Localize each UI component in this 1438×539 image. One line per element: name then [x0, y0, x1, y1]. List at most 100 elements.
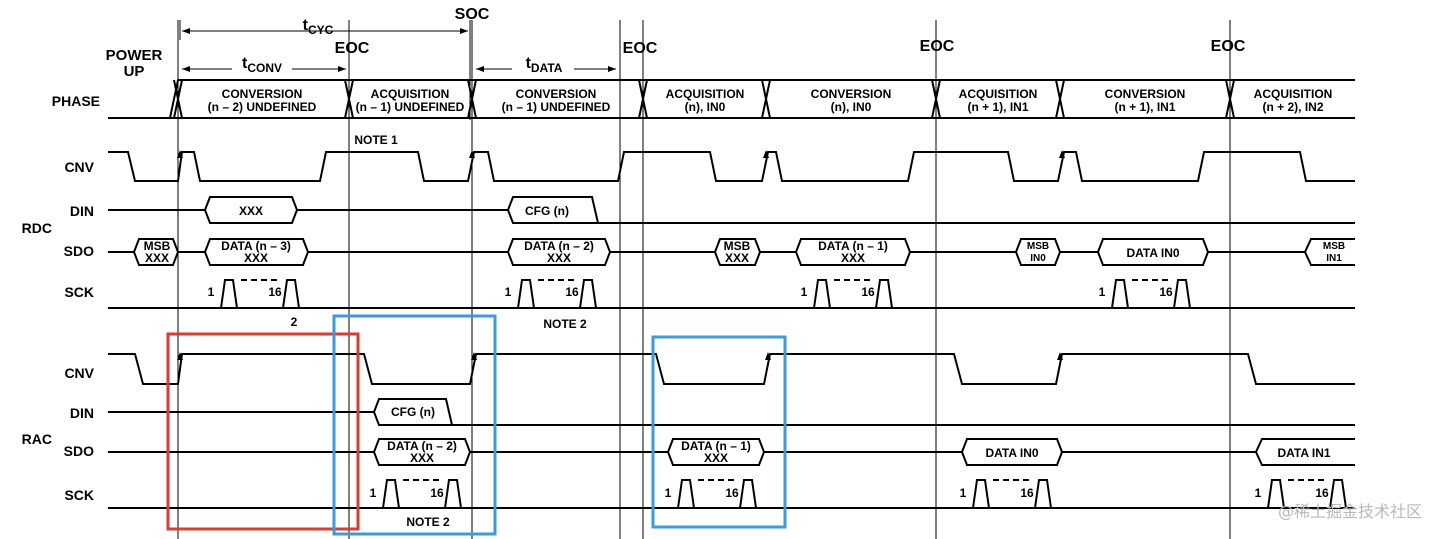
data-label: DATA (n – 2) [387, 439, 457, 453]
power-up-label: UP [124, 63, 145, 80]
phase-label: (n – 1) UNDEFINED [502, 100, 611, 114]
xxx-label: XXX [145, 251, 169, 265]
sdo-msb-box [132, 238, 180, 266]
cnv-rising-arrow [177, 150, 183, 158]
sck-count-label: 16 [1315, 486, 1329, 500]
rac-cnv-waveform [108, 353, 1355, 385]
xxx-label: XXX [547, 251, 571, 265]
phase-label: ACQUISITION [666, 87, 745, 101]
sck-count-label: 1 [1255, 486, 1262, 500]
rdc-sck-burst [213, 279, 239, 309]
phase-signal-label: PHASE [52, 93, 100, 109]
sck-signal-label: SCK [64, 487, 94, 503]
data-label: DATA IN0 [1126, 246, 1179, 260]
dimension-arrowhead [476, 66, 484, 72]
cnv-rising-arrow [471, 352, 477, 360]
eoc-label: EOC [1211, 38, 1246, 55]
cfg-box-label: CFG (n) [391, 405, 435, 419]
cnv-signal-label: CNV [64, 159, 94, 175]
data-label: DATA (n – 1) [681, 439, 751, 453]
xxx-label: XXX [841, 251, 865, 265]
note-2-label: NOTE 2 [543, 317, 587, 331]
highlight-boxes [166, 314, 787, 536]
xxx-label: XXX [244, 251, 268, 265]
dimension-arrowhead [338, 66, 346, 72]
xxx-label: XXX [725, 251, 749, 265]
phase-label: (n), IN0 [685, 100, 726, 114]
blue-highlight-box [651, 335, 787, 529]
msb-label: MSB [724, 239, 751, 253]
phase-label: CONVERSION [222, 87, 303, 101]
eoc-label: EOC [920, 38, 955, 55]
data-label: DATA IN0 [985, 446, 1038, 460]
phase-label: ACQUISITION [1254, 87, 1333, 101]
dimension-arrowhead [460, 28, 468, 34]
sck-count-label: 1 [505, 285, 512, 299]
cfg-box [372, 398, 454, 426]
rac-sck-burst [1326, 479, 1347, 509]
msb-label: MSB [1027, 241, 1049, 252]
phase-label: ACQUISITION [959, 87, 1038, 101]
rac-sck-burst [736, 479, 757, 509]
rdc-sck-burst [279, 279, 300, 309]
din-box-label: XXX [239, 204, 263, 218]
din-signal-label: DIN [70, 405, 94, 421]
rdc-sck-burst [510, 279, 536, 309]
sck-count-label: 16 [1020, 486, 1034, 500]
rdc-cnv-waveform [108, 151, 1355, 182]
rac-label: RAC [22, 431, 52, 447]
data-label: DATA (n – 1) [818, 239, 888, 253]
sck-count-label: 16 [725, 486, 739, 500]
rac-sck-burst [670, 479, 696, 509]
soc-label: SOC [455, 6, 490, 23]
note-2-label: NOTE 2 [406, 515, 450, 529]
phase-label: (n + 1), IN1 [1114, 100, 1175, 114]
dimension-arrowhead [608, 66, 616, 72]
sck-count-label: 16 [1159, 285, 1173, 299]
sck-signal-label: SCK [64, 284, 94, 300]
sdo-signal-label: SDO [64, 243, 94, 259]
rac-sck-burst [441, 479, 462, 509]
sck-count-label: 1 [370, 486, 377, 500]
sck-count-label: 2 [291, 315, 298, 329]
cnv-signal-label: CNV [64, 365, 94, 381]
cnv-rising-arrow [469, 150, 475, 158]
msb-label: MSB [144, 239, 171, 253]
dimension-arrowhead [182, 28, 190, 34]
sdo-data-box [506, 238, 612, 266]
sdo-data-box [372, 438, 472, 466]
sck-count-label: 1 [665, 486, 672, 500]
sdo-data-box [794, 238, 912, 266]
phase-label: CONVERSION [811, 87, 892, 101]
sck-count-label: 16 [565, 285, 579, 299]
cfg-box-label: CFG (n) [525, 204, 569, 218]
red-highlight-box [166, 332, 360, 531]
sck-count-label: 16 [861, 285, 875, 299]
phase-transition [761, 79, 771, 119]
phase-label: (n), IN0 [831, 100, 872, 114]
tdata-label: tDATA [526, 55, 563, 75]
blue-highlight-box [332, 314, 497, 536]
cfg-box [506, 196, 600, 224]
cnv-rising-arrow [763, 150, 769, 158]
sdo-data-box [203, 238, 310, 266]
sck-count-label: 1 [801, 285, 808, 299]
xxx-label: XXX [410, 451, 434, 465]
phase-label: (n – 1) UNDEFINED [356, 100, 465, 114]
rac-sck-burst [1260, 479, 1286, 509]
sck-count-label: 1 [208, 285, 215, 299]
din-signal-label: DIN [70, 203, 94, 219]
rac-sck-burst [965, 479, 991, 509]
rdc-sck-burst [806, 279, 832, 309]
eoc-label: EOC [335, 40, 370, 57]
tcyc-label: tCYC [303, 17, 334, 37]
phase-transition [1055, 79, 1065, 119]
sdo-msb-box [713, 238, 762, 266]
sdo-data-box [1096, 238, 1210, 266]
sdo-data-box [960, 438, 1064, 466]
phase-label: (n – 2) UNDEFINED [208, 100, 317, 114]
sck-count-label: 16 [430, 486, 444, 500]
phase-label: (n + 2), IN2 [1262, 100, 1323, 114]
